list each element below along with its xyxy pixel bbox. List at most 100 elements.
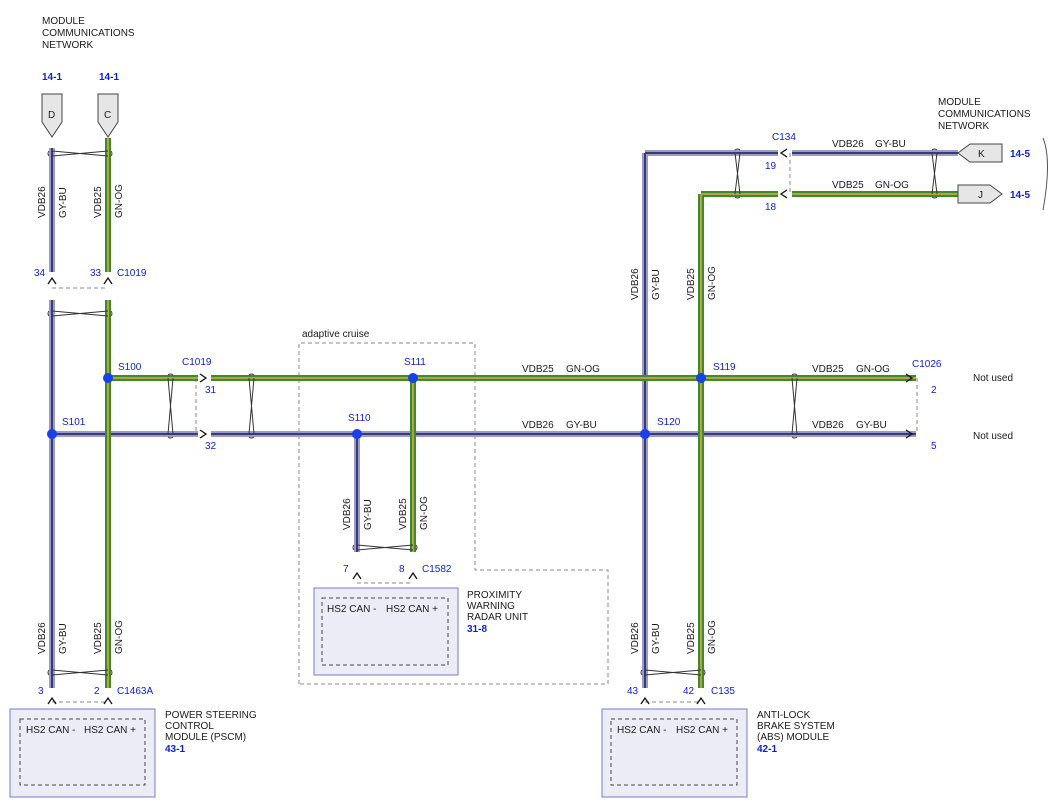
connector-labels: 34 33 C1019 C1019 31 32 C134 19 18 C1026… [34, 132, 942, 697]
bl-gy-color: GY-BU [58, 623, 69, 654]
c1582-label: C1582 [422, 564, 452, 575]
left-network-title-2: COMMUNICATIONS [42, 28, 135, 39]
right-gy-circuit: VDB26 [812, 420, 844, 431]
tr-gy-circuit: VDB26 [630, 268, 641, 300]
c1019-pin-34: 34 [34, 268, 46, 279]
abs-ref-link[interactable]: 42-1 [757, 744, 777, 755]
pscm-title-line1: POWER STEERING [165, 710, 257, 721]
right-network-title-3: NETWORK [938, 121, 989, 132]
not-used-label-5: Not used [973, 431, 1013, 442]
c134-label: C134 [772, 132, 796, 143]
c1026-label: C1026 [912, 359, 942, 370]
c1019-pin-31: 31 [205, 385, 217, 396]
radar-title-line3: RADAR UNIT [467, 612, 528, 623]
abs-module[interactable]: HS2 CAN - HS2 CAN + [601, 708, 748, 798]
br-gn-color: GN-OG [707, 620, 718, 654]
wire-vdb26-gy-bu [49, 148, 958, 688]
flag-d-shape[interactable] [41, 93, 63, 138]
right-network: MODULE COMMUNICATIONS NETWORK K J 14-5 1… [938, 97, 1048, 211]
c135-pin-42: 42 [683, 686, 695, 697]
radar-gn-circuit: VDB25 [398, 498, 409, 530]
tl-gn-circuit: VDB25 [93, 186, 104, 218]
abs-title-line3: (ABS) MODULE [757, 732, 830, 743]
right-network-ref-k[interactable]: 14-5 [1010, 149, 1030, 160]
tl-gy-color: GY-BU [58, 187, 69, 218]
abs-pin-pos-label: HS2 CAN + [676, 725, 728, 736]
flag-c-label: C [104, 110, 111, 121]
pscm-module[interactable]: HS2 CAN - HS2 CAN + [9, 708, 156, 798]
splice-points [47, 373, 706, 439]
wire-vdb25-gn-og [105, 138, 958, 688]
radar-pin-neg-label: HS2 CAN - [327, 604, 376, 615]
pscm-pin-pos-label: HS2 CAN + [84, 725, 136, 736]
right-gn-color: GN-OG [856, 364, 890, 375]
splice-s120[interactable] [640, 429, 650, 439]
pscm-module-label: POWER STEERING CONTROL MODULE (PSCM) 43-… [165, 710, 257, 755]
splice-s110[interactable] [352, 429, 362, 439]
pscm-ref-link[interactable]: 43-1 [165, 744, 185, 755]
left-network-title-3: NETWORK [42, 40, 93, 51]
splice-label-s101: S101 [62, 417, 86, 428]
left-network-ref-c[interactable]: 14-1 [99, 72, 119, 83]
radar-gn-color: GN-OG [419, 496, 430, 530]
abs-pin-neg-label: HS2 CAN - [617, 725, 666, 736]
splice-labels: S100 S101 S111 S110 S119 S120 [62, 357, 736, 428]
pscm-title-line2: CONTROL [165, 721, 214, 732]
radar-title-line1: PROXIMITY [467, 590, 522, 601]
mid-gy-color: GY-BU [566, 420, 597, 431]
flag-k-shape[interactable] [957, 143, 1003, 163]
c135-pin-43: 43 [627, 686, 639, 697]
flag-j-shape[interactable] [957, 184, 1003, 204]
radar-pin-pos-label: HS2 CAN + [386, 604, 438, 615]
bl-gn-color: GN-OG [114, 620, 125, 654]
c135-label: C135 [711, 686, 735, 697]
c1026-pin-5: 5 [931, 441, 937, 452]
splice-label-s119: S119 [713, 362, 736, 373]
mid-gn-color: GN-OG [566, 364, 600, 375]
tr-gn-circuit: VDB25 [686, 268, 697, 300]
network-bracket [1042, 137, 1048, 211]
c1019-pin-33: 33 [90, 268, 102, 279]
connector-shells [52, 153, 918, 703]
not-used-label-2: Not used [973, 373, 1013, 384]
left-network-title-1: MODULE [42, 16, 85, 27]
splice-label-s111: S111 [404, 357, 426, 368]
br-gy-color: GY-BU [651, 623, 662, 654]
right-gn-circuit: VDB25 [812, 364, 844, 375]
connector-arrows [47, 148, 914, 705]
flag-k-label: K [978, 149, 985, 160]
splice-s111[interactable] [408, 373, 418, 383]
flag-c-shape[interactable] [97, 93, 119, 138]
adaptive-cruise-outline [298, 342, 609, 685]
right-network-title-2: COMMUNICATIONS [938, 109, 1031, 120]
c1463a-pin-3: 3 [38, 686, 44, 697]
radar-module[interactable]: HS2 CAN - HS2 CAN + [313, 587, 459, 676]
left-network-ref-d[interactable]: 14-1 [42, 72, 62, 83]
right-network-title-1: MODULE [938, 97, 981, 108]
splice-s100[interactable] [103, 373, 113, 383]
abs-title-line1: ANTI-LOCK [757, 710, 811, 721]
c134-pin-18: 18 [765, 202, 777, 213]
splice-s119[interactable] [696, 373, 706, 383]
splice-label-s110: S110 [348, 413, 371, 424]
splice-s101[interactable] [47, 429, 57, 439]
tl-gn-color: GN-OG [114, 184, 125, 218]
k-circuit: VDB26 [832, 139, 864, 150]
br-gn-circuit: VDB25 [686, 622, 697, 654]
bl-gy-circuit: VDB26 [37, 622, 48, 654]
right-network-ref-j[interactable]: 14-5 [1010, 190, 1030, 201]
circuit-labels-horizontal: VDB26 GY-BU VDB25 GN-OG VDB25 GN-OG VDB2… [522, 139, 909, 431]
mid-gy-circuit: VDB26 [522, 420, 554, 431]
abs-module-label: ANTI-LOCK BRAKE SYSTEM (ABS) MODULE 42-1 [757, 710, 835, 755]
circuit-labels-vertical: VDB26 GY-BU VDB25 GN-OG VDB26 GY-BU VDB2… [37, 184, 718, 654]
c134-pin-19: 19 [765, 161, 777, 172]
mid-gn-circuit: VDB25 [522, 364, 554, 375]
k-color: GY-BU [875, 139, 906, 150]
right-gy-color: GY-BU [856, 420, 887, 431]
left-network: MODULE COMMUNICATIONS NETWORK 14-1 14-1 … [41, 16, 135, 138]
radar-gy-circuit: VDB26 [342, 498, 353, 530]
c1463a-pin-2: 2 [94, 686, 100, 697]
c1582-pin-7: 7 [343, 564, 349, 575]
radar-ref-link[interactable]: 31-8 [467, 624, 487, 635]
